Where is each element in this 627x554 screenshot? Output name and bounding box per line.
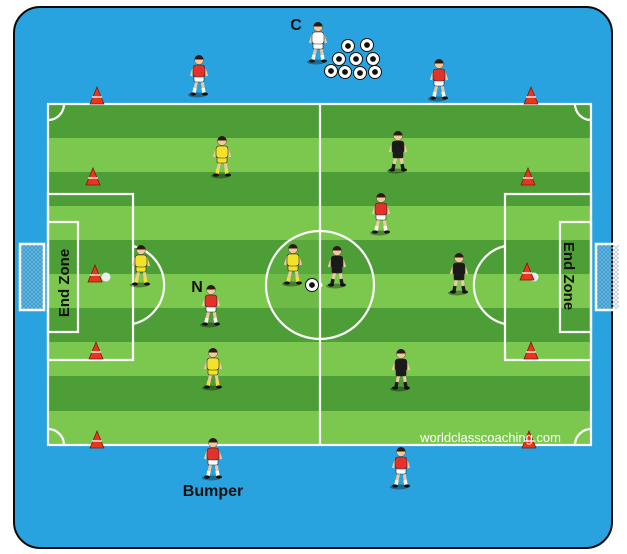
left-goal [20,244,44,310]
soccer-ball-icon [342,40,355,53]
watermark: worldclasscoaching.com [419,430,561,445]
soccer-ball-icon [333,53,346,66]
soccer-ball-icon [367,53,380,66]
soccer-ball-icon [306,279,319,292]
soccer-ball-icon [354,67,367,80]
neutral-label: N [191,279,203,296]
bumper-label: Bumper [183,483,243,500]
soccer-ball-icon [361,39,374,52]
left-penalty-spot [102,273,111,282]
soccer-ball-icon [325,65,338,78]
end-zone-right-label: End Zone [560,242,577,310]
soccer-ball-icon [339,66,352,79]
soccer-ball-icon [350,53,363,66]
end-zone-left-label: End Zone [56,249,73,317]
soccer-ball-icon [369,66,382,79]
coach-label: C [290,17,302,34]
right-goal [596,244,620,310]
